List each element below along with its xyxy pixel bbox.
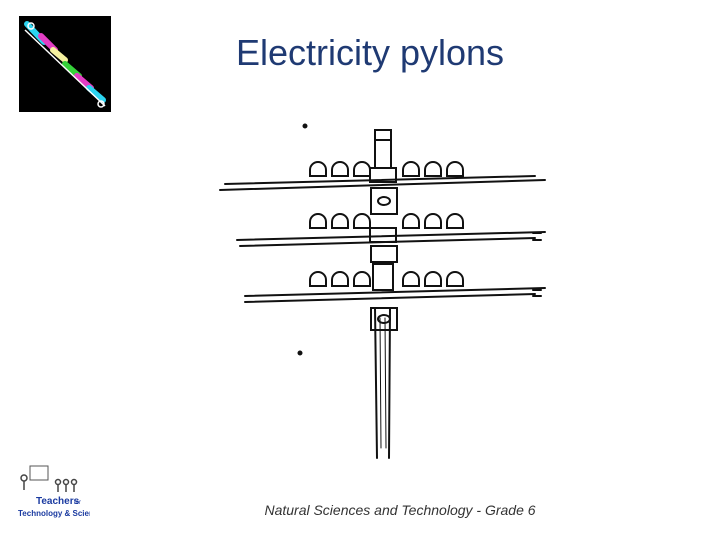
electrode-logo-icon <box>19 16 111 112</box>
pylon-drawing <box>215 118 565 468</box>
page-title: Electricity pylons <box>235 32 505 73</box>
logo-line3: Technology & Science <box>18 509 90 518</box>
logo-line2: for <box>74 500 81 506</box>
footer-text: Natural Sciences and Technology - Grade … <box>264 502 536 518</box>
teachers-logo-icon: Teachers for Technology & Science <box>14 462 103 524</box>
logo-line1: Teachers <box>36 496 80 507</box>
